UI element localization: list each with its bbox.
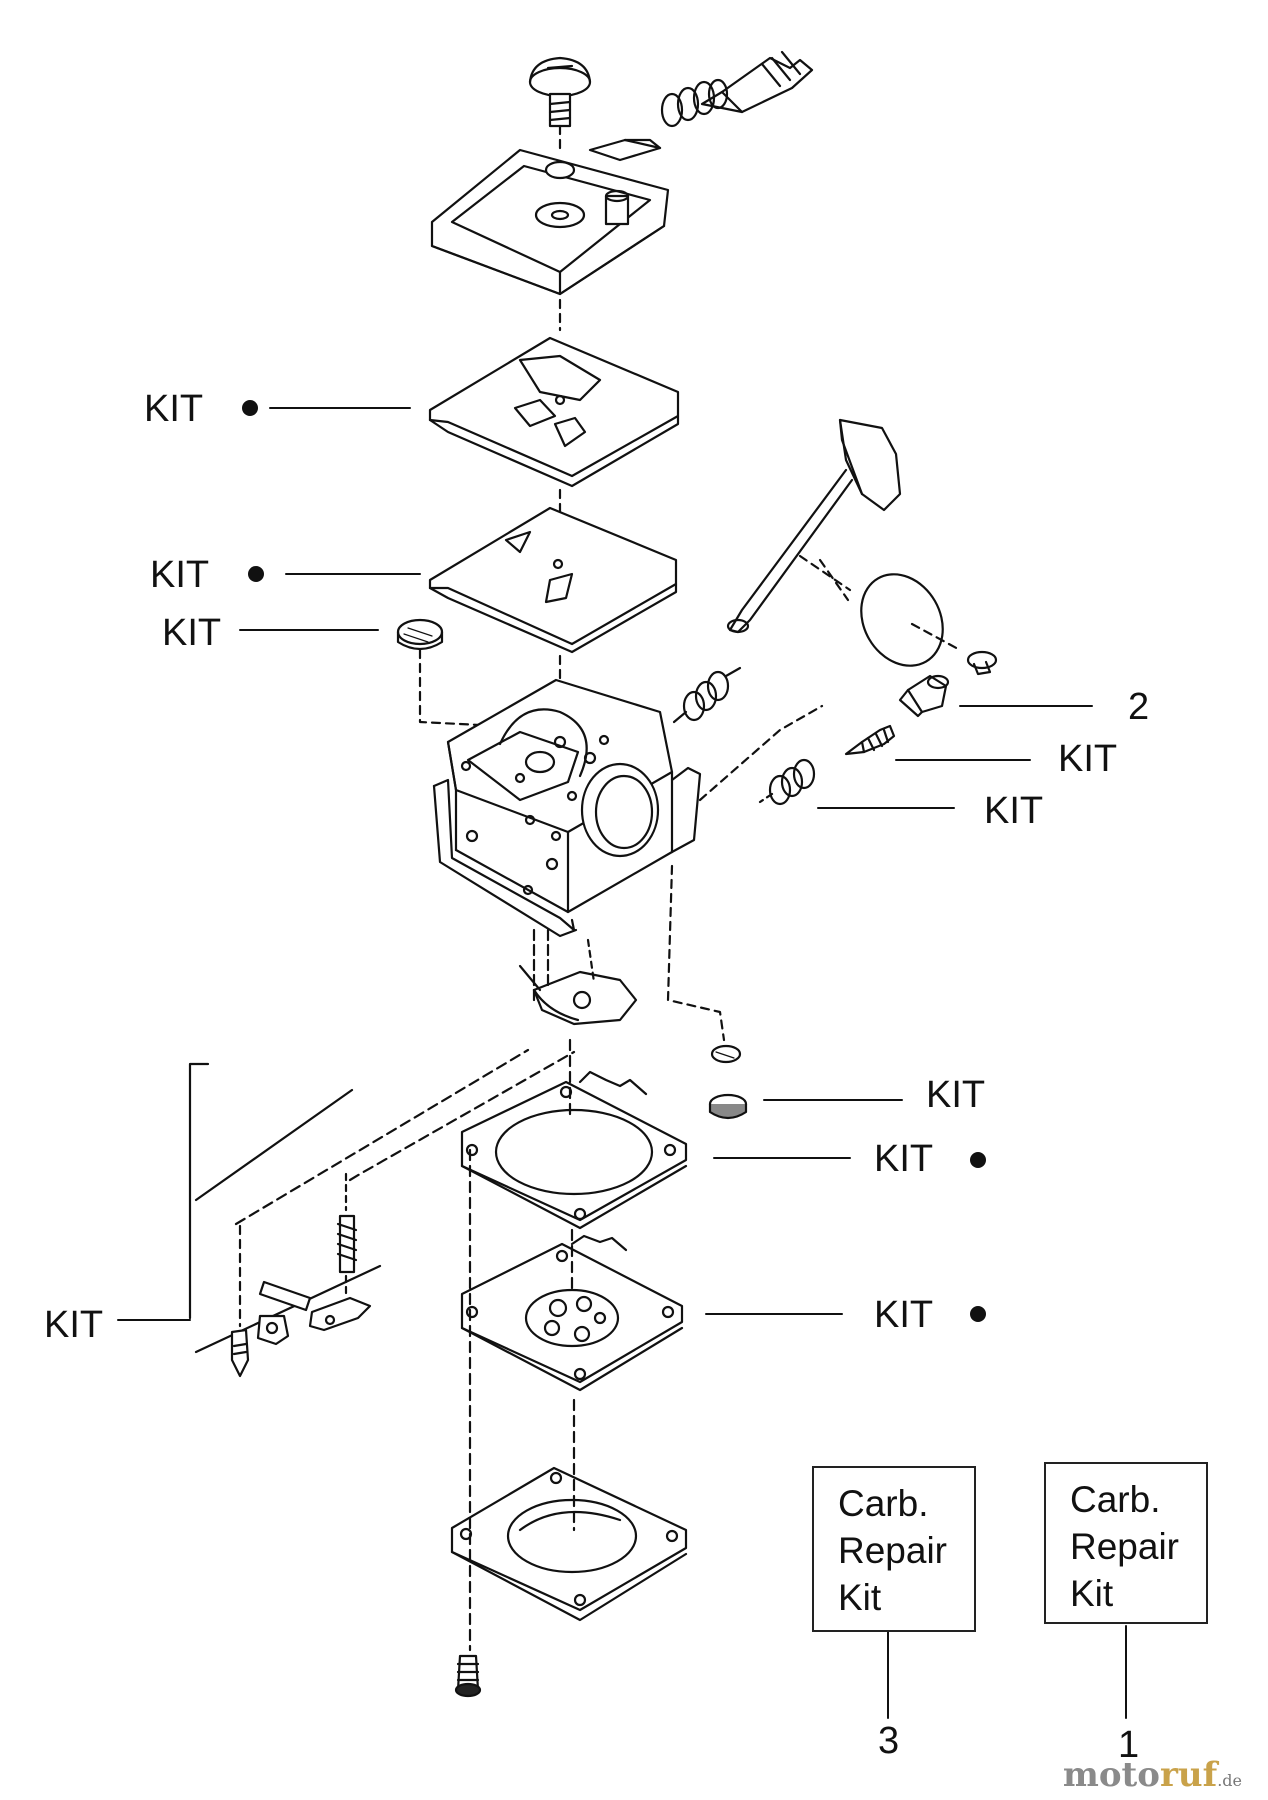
pump-cover [450,1466,688,1622]
part-label-2: 2 [1128,686,1150,728]
cover-screw [528,56,592,128]
metering-gasket [428,506,678,654]
lever-lead-a [532,928,550,1002]
kit-dot-3 [970,1152,986,1168]
metering-cover [430,138,670,296]
choke-fitting [898,674,950,718]
kit-box-3-line-1: Carb. [838,1483,929,1524]
kit-label-2: KIT [150,554,210,596]
part-label-1: 1 [1118,1724,1140,1766]
kit-box-3-line-3: Kit [838,1577,882,1618]
kit-dot-2 [248,566,264,582]
small-screen [710,1044,742,1064]
pump-gasket [460,1070,688,1230]
kit-box-1-line-3: Kit [1070,1573,1114,1614]
bottom-screw [454,1654,482,1698]
side-lead-lower [666,864,726,1042]
adjust-needle-top [700,50,814,114]
watermark-part-b: ruf [1159,1755,1218,1795]
kit-marker-dots [242,400,986,1322]
kit-dot-1 [242,400,258,416]
watermark-part-a: moto [1062,1755,1160,1795]
inlet-valve-kit [188,1048,576,1378]
idle-spring [758,758,816,806]
kit-box-1-line-2: Repair [1070,1526,1179,1567]
screen-lead [418,648,542,730]
kit-label-9: KIT [44,1304,104,1346]
kit-label-7: KIT [874,1138,934,1180]
side-lead-upper [698,704,824,802]
throttle-spring [672,666,742,724]
kit-label-5: KIT [984,790,1044,832]
lever-lead-b [586,938,596,984]
watermark-logo: motoruf.de [1063,1758,1242,1792]
kit-dot-4 [970,1306,986,1322]
inlet-screen [396,618,444,651]
watermark-suffix: .de [1217,1771,1242,1790]
carb-repair-kit-box-3: Carb. Repair Kit [812,1466,976,1632]
adjust-spring-top [660,78,729,128]
pump-diaphragm [460,1234,684,1392]
carb-repair-kit-box-1: Carb. Repair Kit [1044,1462,1208,1624]
kit-label-1: KIT [144,388,204,430]
kit-label-6: KIT [926,1074,986,1116]
throttle-shaft [726,418,902,634]
idle-needle [844,724,896,756]
center-axis-lower [568,1038,576,1532]
carburetor-body [432,678,702,938]
metering-diaphragm [428,336,680,488]
kit-box-3-line-2: Repair [838,1530,947,1571]
kit-label-4: KIT [1058,738,1118,780]
kit-box-1-line-1: Carb. [1070,1479,1161,1520]
inlet-lever [518,964,638,1026]
kit-label-3: KIT [162,612,222,654]
kit-label-8: KIT [874,1294,934,1336]
throttle-valve [798,554,998,676]
part-label-3: 3 [878,1720,900,1762]
leader-lines [117,407,1127,1719]
welch-plug [708,1093,748,1120]
